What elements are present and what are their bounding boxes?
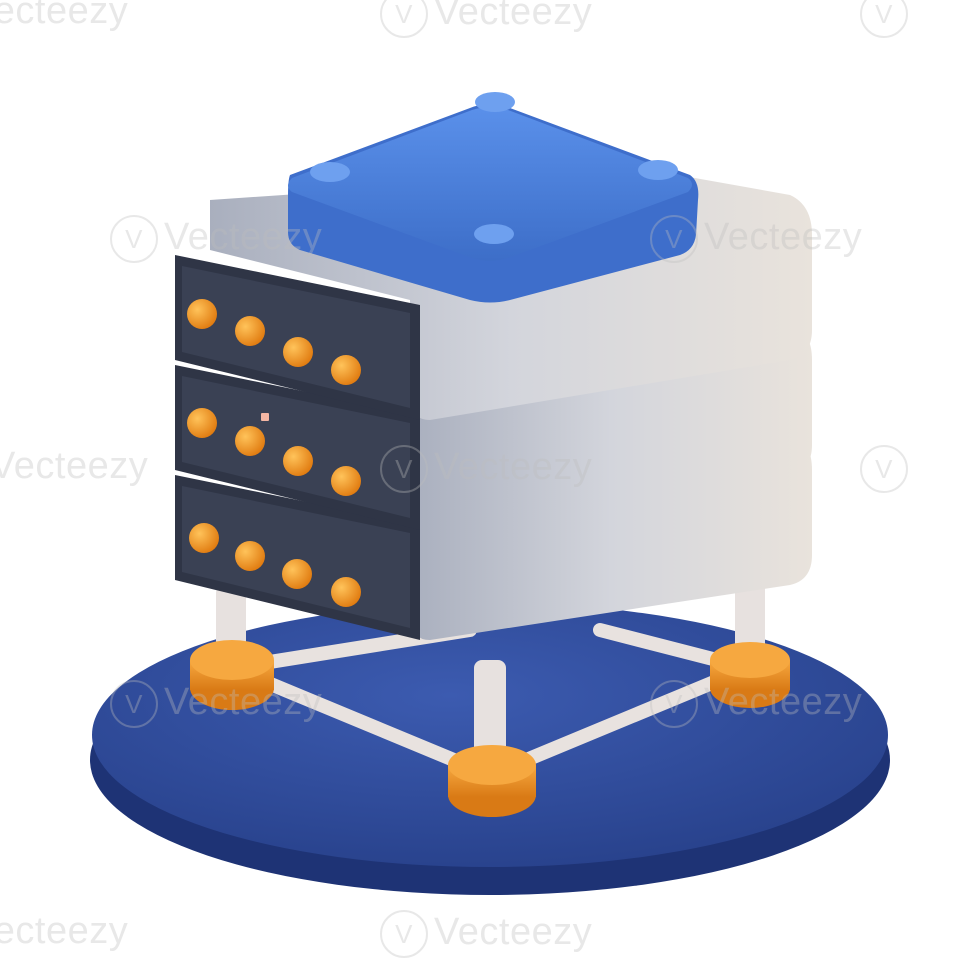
status-led xyxy=(261,413,269,421)
top-cover xyxy=(288,92,699,303)
feet xyxy=(190,640,790,817)
indicator-lights xyxy=(187,299,361,607)
